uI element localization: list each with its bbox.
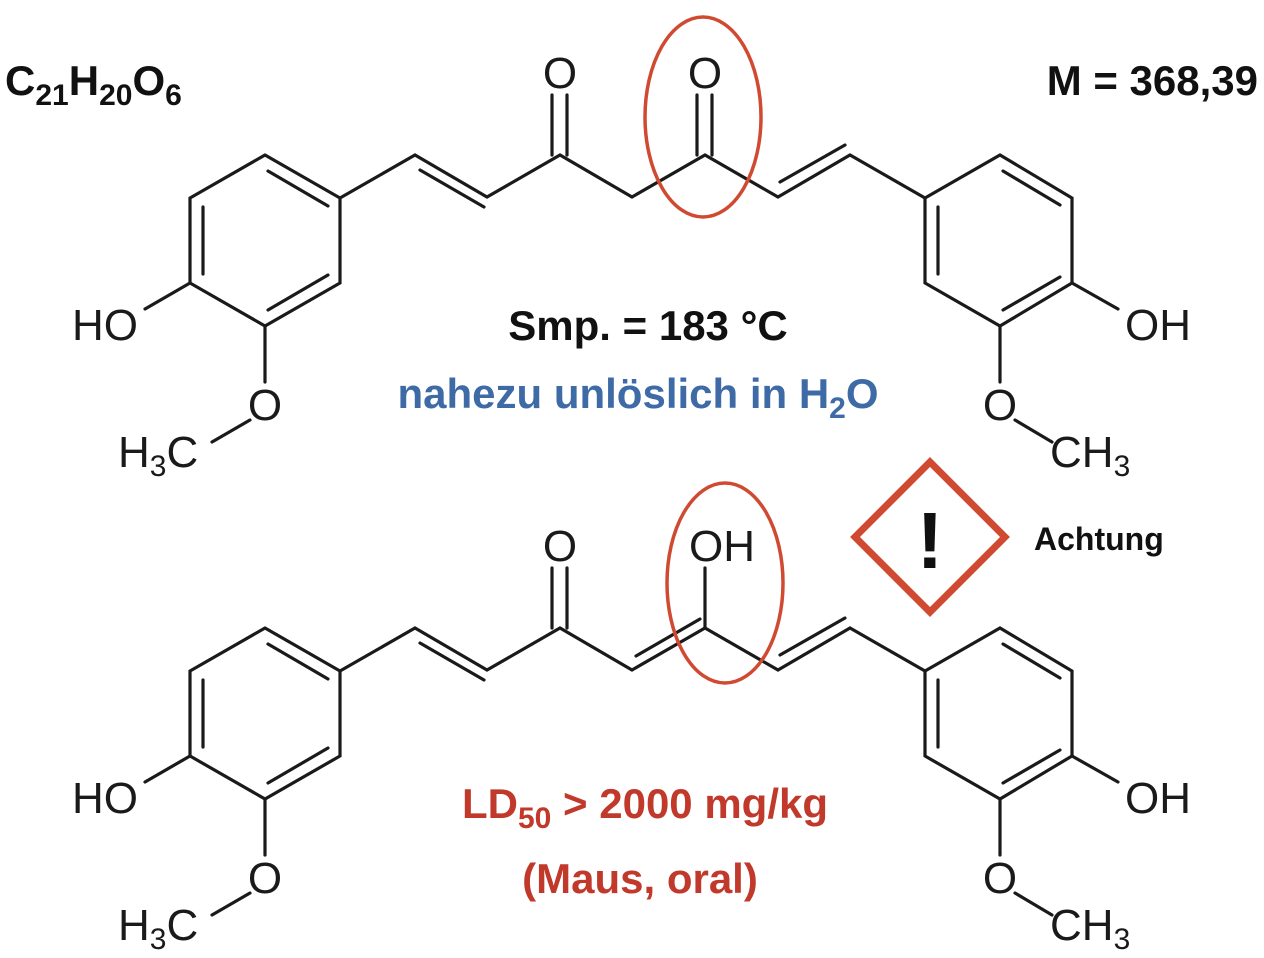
ghs-exclamation-icon: ! [850,457,1010,617]
atom-ho: HO [72,301,138,350]
enol-highlight-ellipse [665,481,785,685]
atom-oh: OH [1125,774,1191,823]
molecular-formula: C21H20O6 [5,57,182,112]
atom-o: O [543,49,577,98]
molar-mass: M = 368,39 [1047,57,1258,104]
atom-o: O [983,854,1017,903]
atom-o: O [248,854,282,903]
hazard-label: Achtung [1034,521,1164,557]
keto-highlight-ellipse [643,15,763,219]
svg-text:!: ! [917,496,944,585]
methyl-left: H3C [118,428,198,483]
atom-ho: HO [72,774,138,823]
atom-o: O [688,49,722,98]
solubility: nahezu unlöslich in H2O [397,370,878,425]
atom-oh: OH [1125,301,1191,350]
methyl-right: CH3 [1050,428,1130,483]
atom-o: O [543,522,577,571]
keto-structure [143,93,1120,444]
methyl-right: CH3 [1050,901,1130,956]
ld50-value: LD50 > 2000 mg/kg [462,780,828,835]
atom-oh: OH [689,522,755,571]
ld50-note: (Maus, oral) [522,855,758,902]
methyl-left: H3C [118,901,198,956]
atom-o: O [248,381,282,430]
melting-point: Smp. = 183 °C [508,302,787,349]
atom-o: O [983,381,1017,430]
enol-structure [143,566,1120,917]
